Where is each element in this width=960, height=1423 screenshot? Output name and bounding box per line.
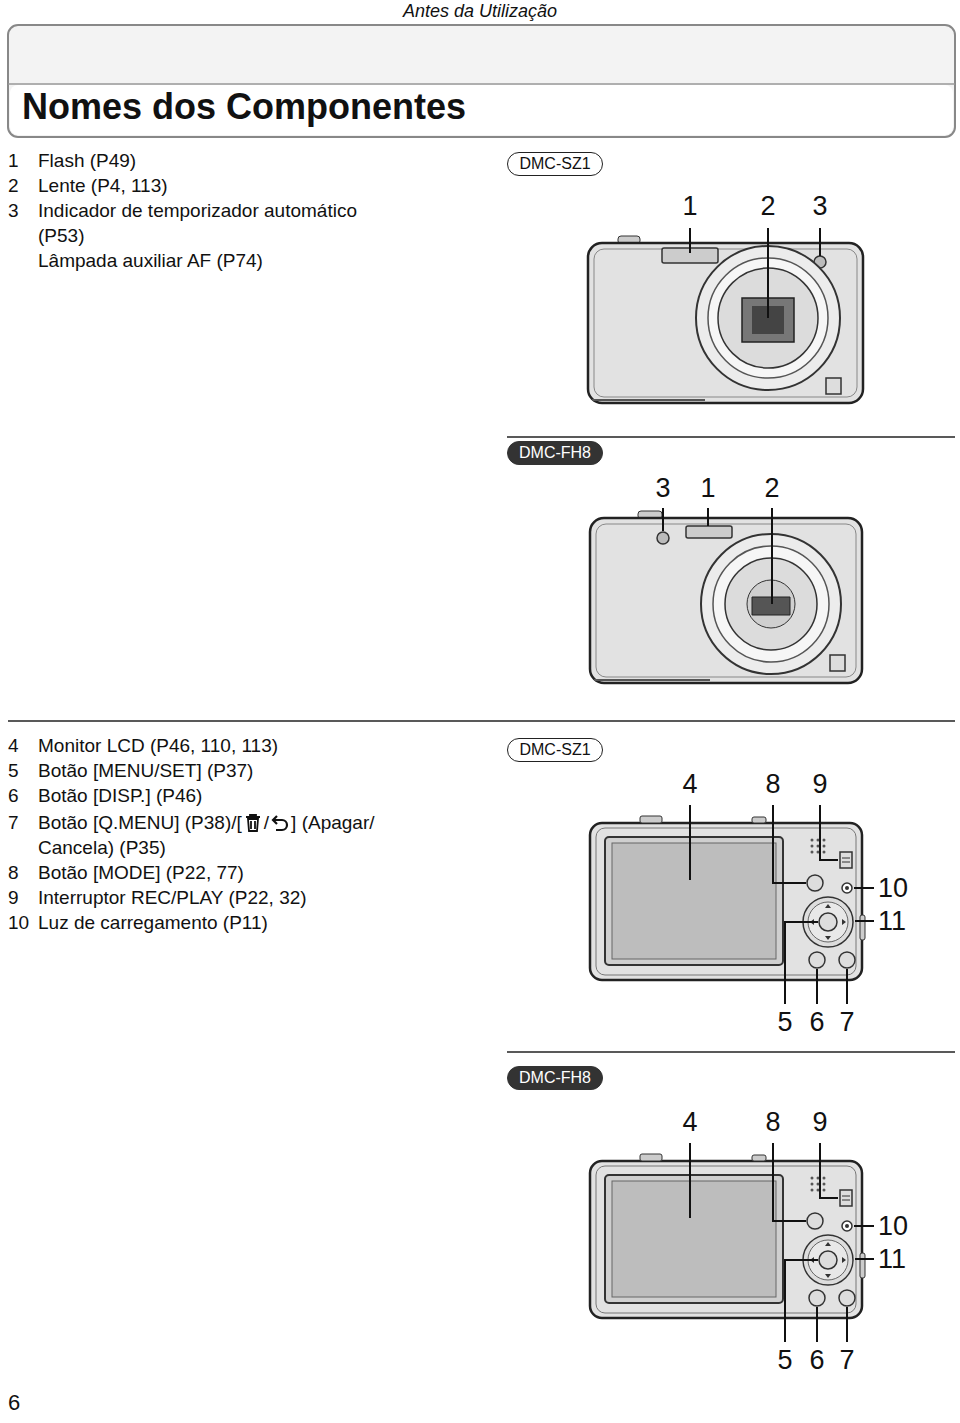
callout-number: 2 — [760, 190, 775, 222]
model-name: DMC-SZ1 — [519, 155, 590, 173]
list-text: 9 — [8, 885, 19, 910]
list-text: 7 — [8, 810, 19, 835]
callout-number: 2 — [764, 472, 779, 504]
list-text: 2 — [8, 173, 19, 198]
callout-number: 11 — [878, 1243, 906, 1275]
list-text: 10 — [8, 910, 29, 935]
list-text: Botão [Q.MENU] (P38)/[ — [38, 810, 242, 835]
callout-number: 3 — [812, 190, 827, 222]
page-title: Nomes dos Componentes — [22, 86, 466, 128]
list-text: Flash (P49) — [38, 148, 136, 173]
callout-number: 8 — [765, 768, 780, 800]
callout-number: 8 — [765, 1106, 780, 1138]
list-text: Luz de carregamento (P11) — [38, 910, 268, 935]
callout-number: 7 — [839, 1344, 854, 1376]
model-name: DMC-FH8 — [519, 444, 591, 462]
list-text: Botão [MENU/SET] (P37) — [38, 758, 253, 783]
return-icon — [270, 813, 290, 833]
model-badge: DMC-SZ1 — [507, 152, 603, 176]
model-name: DMC-FH8 — [519, 1069, 591, 1087]
list-text: 4 — [8, 733, 19, 758]
callout-number: 3 — [655, 472, 670, 504]
list-text: Lâmpada auxiliar AF (P74) — [38, 248, 263, 273]
callout-number: 6 — [809, 1344, 824, 1376]
list-text: ] (Apagar/ — [291, 810, 374, 835]
callout-number: 1 — [682, 190, 697, 222]
list-text: 8 — [8, 860, 19, 885]
callout-number: 5 — [777, 1006, 792, 1038]
callout-number: 9 — [812, 768, 827, 800]
model-badge: DMC-FH8 — [507, 1066, 603, 1090]
list-text: / — [264, 810, 269, 835]
model-name: DMC-SZ1 — [519, 741, 590, 759]
callout-number: 9 — [812, 1106, 827, 1138]
list-text: Botão [MODE] (P22, 77) — [38, 860, 244, 885]
list-text: Lente (P4, 113) — [38, 173, 168, 198]
callout-number: 7 — [839, 1006, 854, 1038]
page-number: 6 — [8, 1390, 20, 1416]
callout-number: 4 — [682, 1106, 697, 1138]
callout-number: 5 — [777, 1344, 792, 1376]
list-text: Cancela) (P35) — [38, 835, 166, 860]
running-header: Antes da Utilização — [403, 0, 557, 22]
list-text: 1 — [8, 148, 19, 173]
list-text: 6 — [8, 783, 19, 808]
callout-number: 11 — [878, 905, 906, 937]
list-text: 5 — [8, 758, 19, 783]
list-text: Botão [DISP.] (P46) — [38, 783, 202, 808]
callout-number: 6 — [809, 1006, 824, 1038]
model-badge: DMC-SZ1 — [507, 738, 603, 762]
trash-icon — [243, 813, 263, 833]
callout-number: 10 — [878, 1210, 908, 1242]
list-text: Monitor LCD (P46, 110, 113) — [38, 733, 278, 758]
callout-number: 10 — [878, 872, 908, 904]
callout-number: 1 — [700, 472, 715, 504]
list-text: 3 — [8, 198, 19, 223]
list-text: Indicador de temporizador automático (P5… — [38, 198, 408, 248]
list-row: Botão [Q.MENU] (P38)/[ / ] (Apagar/ — [38, 810, 375, 835]
list-text: Interruptor REC/PLAY (P22, 32) — [38, 885, 307, 910]
callout-number: 4 — [682, 768, 697, 800]
model-badge: DMC-FH8 — [507, 441, 603, 465]
